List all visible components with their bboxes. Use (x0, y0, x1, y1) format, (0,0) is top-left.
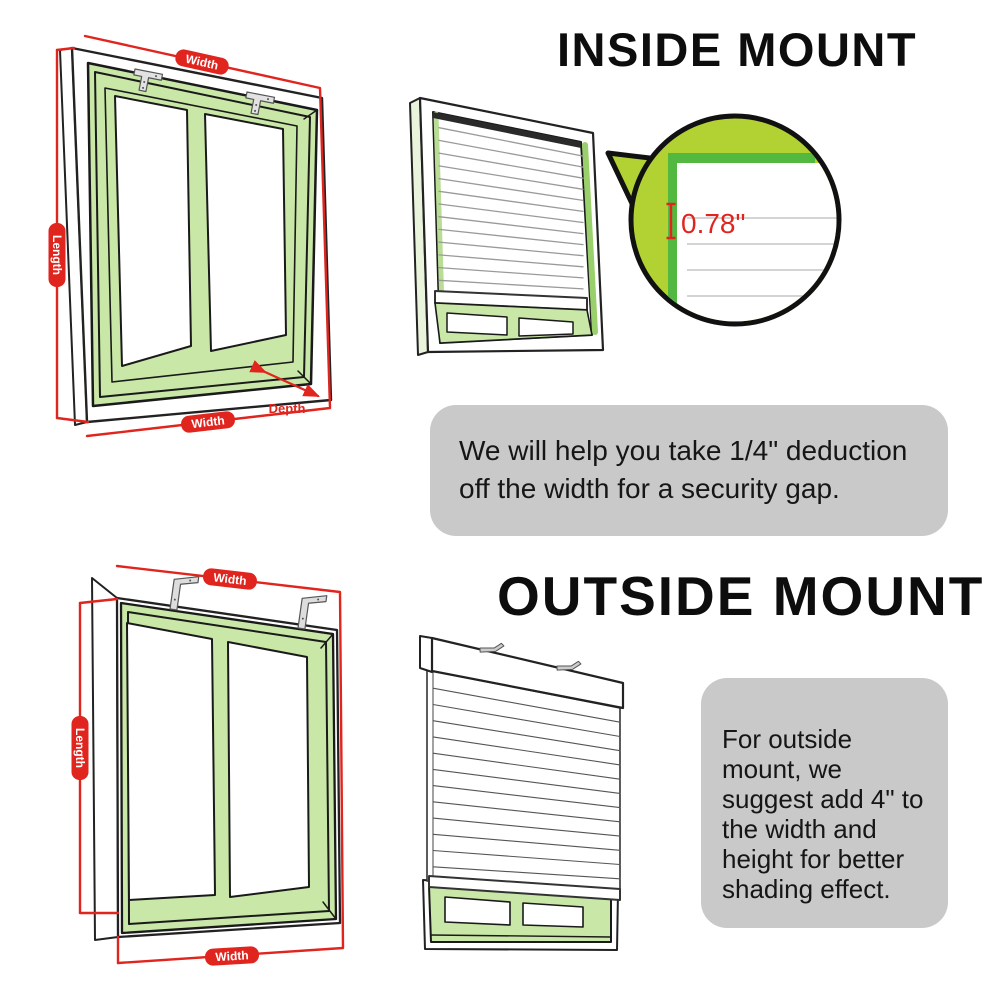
inside-blind-illustration (409, 96, 605, 356)
outside-blind-illustration (419, 635, 625, 951)
outside-window-measurement-diagram: Width Length Width (71, 564, 345, 966)
outside-mount-title: OUTSIDE MOUNT (497, 565, 985, 627)
wall-side-face (91, 577, 119, 941)
glass-pane-left (126, 622, 216, 901)
svg-text:Width: Width (191, 413, 226, 431)
length-dimension: Length (71, 716, 89, 780)
blind-headrail (433, 112, 581, 148)
width-dimension-bottom: Width (205, 946, 259, 966)
width-dimension-top: Width (203, 568, 257, 590)
svg-text:Width: Width (213, 570, 248, 588)
blind-bottom-rail (428, 875, 621, 901)
depth-dimension-label: Depth (269, 401, 306, 416)
measurement-callout-bubble: 0.78" (605, 113, 842, 327)
gap-dimension-mark (666, 202, 676, 240)
inside-mount-note: We will help you take 1/4" deduction off… (430, 405, 948, 536)
callout-measurement-value: 0.78" (681, 208, 745, 239)
svg-text:Length: Length (73, 728, 87, 768)
mounting-bracket-icon (556, 660, 582, 671)
glass-pane-right (204, 113, 287, 352)
glass-pane-left (114, 95, 192, 367)
mounting-bracket-icon (169, 576, 200, 611)
inside-mount-title: INSIDE MOUNT (557, 23, 918, 76)
blind-slats (432, 671, 621, 882)
mounting-bracket-icon (479, 642, 505, 653)
mounting-bracket-icon (245, 91, 276, 116)
width-dimension-top: Width (175, 49, 229, 75)
svg-text:Length: Length (50, 235, 64, 275)
length-dimension: Length (48, 223, 66, 287)
mount-edge-strip-top (668, 153, 815, 163)
glass-pane-right (227, 641, 310, 898)
svg-text:Width: Width (215, 948, 249, 964)
outside-mount-note: For outside mount, we suggest add 4" to … (701, 678, 948, 928)
mounting-bracket-icon (297, 595, 328, 630)
width-dimension-bottom: Width (181, 411, 235, 433)
mounting-bracket-icon (133, 68, 164, 93)
depth-arrow (249, 360, 321, 398)
mount-edge-strip-left (668, 163, 677, 308)
inside-window-measurement-diagram: Depth Width Length Width (48, 34, 333, 438)
blind-slats (438, 127, 584, 290)
headrail-end-cap (419, 635, 433, 673)
